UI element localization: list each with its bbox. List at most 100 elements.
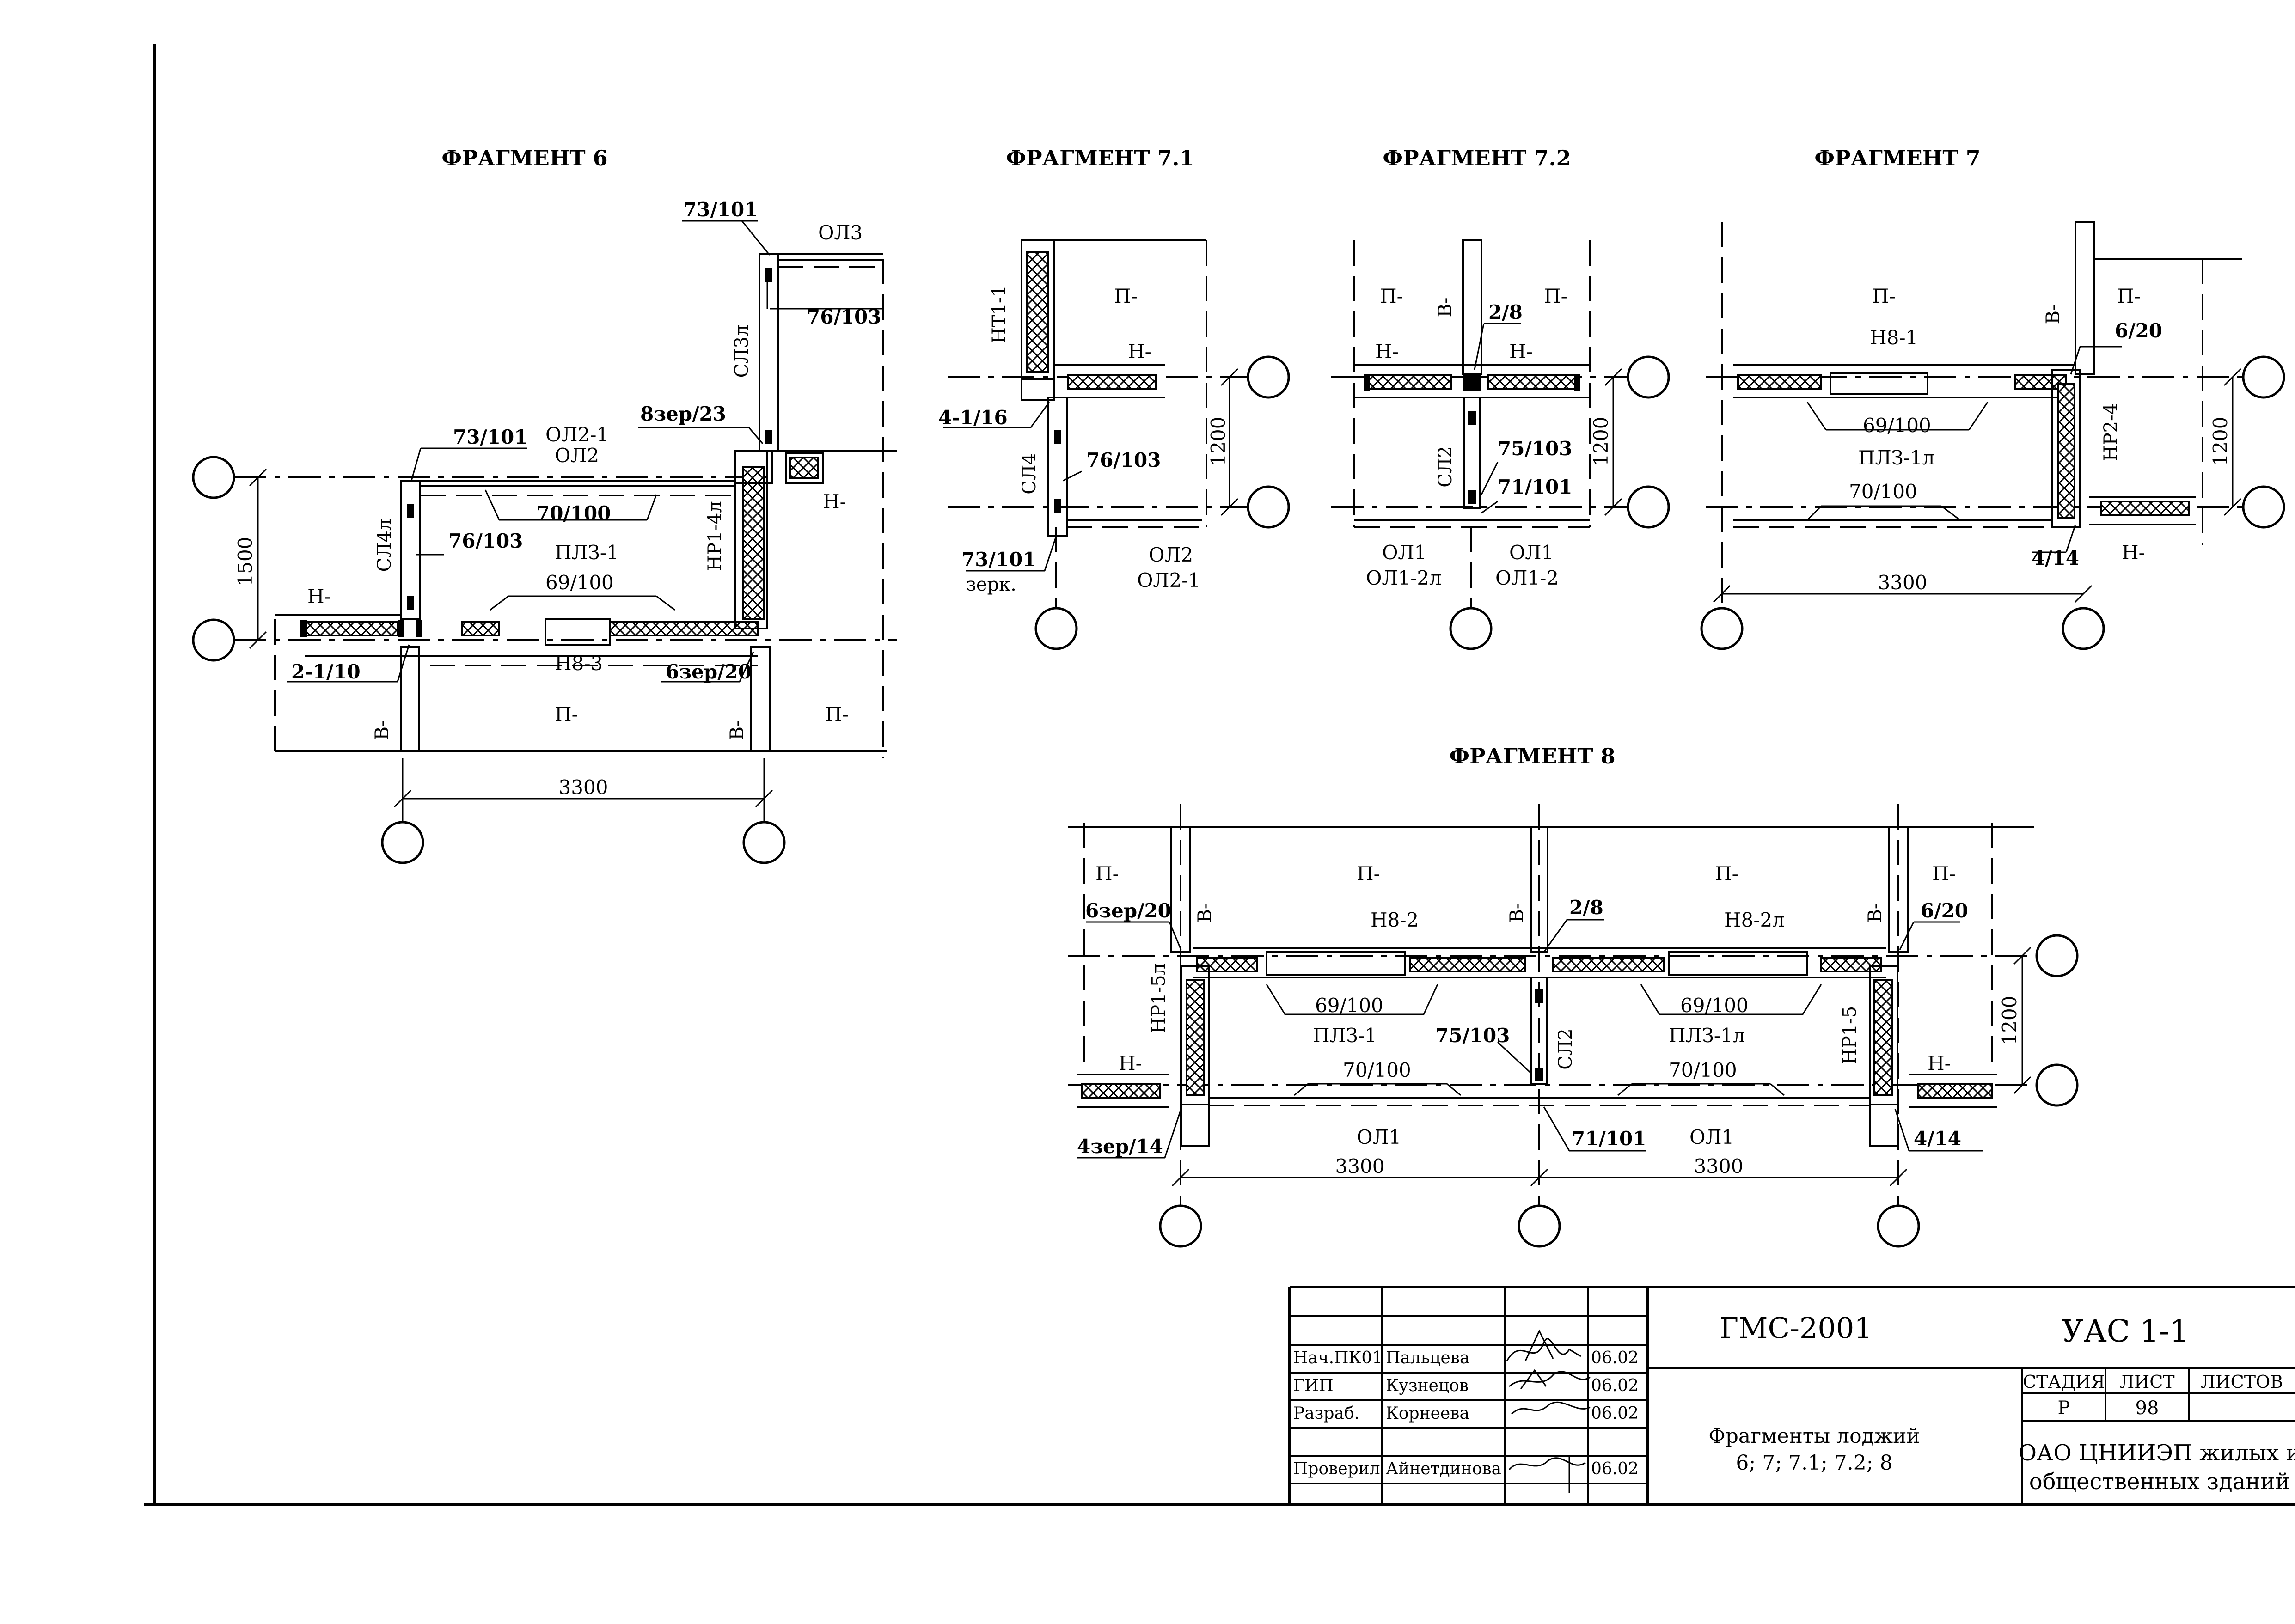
organization-line-2: общественных зданий bbox=[2029, 1469, 2290, 1495]
dim-1200: 1200 bbox=[1590, 417, 1612, 466]
label: 76/103 bbox=[1086, 449, 1161, 471]
fragment-8-title: ФРАГМЕНТ 8 bbox=[1449, 744, 1615, 769]
label: СЛ3л bbox=[731, 325, 753, 378]
label: Н- bbox=[1119, 1052, 1142, 1075]
fragment-6-title: ФРАГМЕНТ 6 bbox=[441, 146, 607, 171]
dim-3300-left: 3300 bbox=[1335, 1155, 1385, 1178]
fragment-7: ФРАГМЕНТ 7 1200 3300 bbox=[1700, 146, 2285, 650]
label: В- bbox=[1506, 903, 1528, 923]
label: НР1-4л bbox=[704, 501, 726, 571]
label: СЛ2 bbox=[1555, 1028, 1576, 1069]
dim-3300-right: 3300 bbox=[1694, 1155, 1744, 1178]
label: Н- bbox=[1375, 340, 1399, 363]
fragment-6: ФРАГМЕНТ 6 1500 3300 bbox=[192, 146, 897, 864]
sheet-code: УАС 1-1 bbox=[2062, 1313, 2189, 1349]
axis-marker bbox=[1449, 607, 1493, 650]
label: 4-1/16 bbox=[938, 406, 1008, 429]
label: СЛ4 bbox=[1019, 453, 1040, 494]
fragment-7-2-title: ФРАГМЕНТ 7.2 bbox=[1383, 146, 1571, 171]
label: СЛ2 bbox=[1435, 446, 1456, 487]
signature-1 bbox=[1506, 1329, 1581, 1361]
axis-marker bbox=[1700, 607, 1744, 650]
label: В- bbox=[1865, 903, 1886, 923]
dim-1200: 1200 bbox=[1207, 417, 1230, 466]
label: В- bbox=[372, 720, 393, 740]
label: ОЛ3 bbox=[818, 221, 863, 244]
axis-marker bbox=[2035, 1063, 2079, 1107]
label: ОЛ2 bbox=[1149, 543, 1193, 566]
label: зерк. bbox=[966, 574, 1016, 595]
label: В- bbox=[727, 720, 748, 740]
sheet-header: ЛИСТ bbox=[2119, 1372, 2174, 1392]
label: Н- bbox=[823, 490, 846, 513]
label: СЛ4л bbox=[374, 519, 395, 572]
fragment-7-2: ФРАГМЕНТ 7.2 1200 П- В- bbox=[1331, 146, 1670, 650]
signature-4 bbox=[1508, 1456, 1586, 1493]
label: ОЛ2-1 bbox=[1137, 569, 1200, 592]
label: ОЛ1-2л bbox=[1366, 567, 1442, 589]
axis-marker bbox=[381, 821, 424, 864]
label: ОЛ1 bbox=[1357, 1126, 1401, 1148]
label: П- bbox=[555, 703, 578, 726]
label: 6/20 bbox=[1921, 899, 1968, 922]
date-4: 06.02 bbox=[1591, 1459, 1639, 1478]
project-code: ГМС-2001 bbox=[1720, 1311, 1873, 1345]
role-2: ГИП bbox=[1293, 1376, 1334, 1395]
label: П- bbox=[1715, 862, 1738, 885]
label: 8зер/23 bbox=[640, 403, 726, 425]
fragment-7-1-title: ФРАГМЕНТ 7.1 bbox=[1006, 146, 1194, 171]
label: ОЛ1 bbox=[1689, 1126, 1734, 1148]
axis-marker bbox=[1627, 355, 1670, 399]
label: 4зер/14 bbox=[1077, 1135, 1163, 1158]
label: НР2-4 bbox=[2100, 403, 2122, 461]
sheet-frame bbox=[144, 44, 2295, 1506]
label: ОЛ1 bbox=[1509, 541, 1554, 564]
sheets-header: ЛИСТОВ bbox=[2201, 1372, 2283, 1392]
label: Н- bbox=[1128, 340, 1151, 363]
stage-header: СТАДИЯ bbox=[2023, 1372, 2105, 1392]
label: 75/103 bbox=[1435, 1024, 1510, 1047]
label: ПЛЗ-1 bbox=[555, 541, 619, 564]
signature-2 bbox=[1509, 1369, 1591, 1389]
label: НР1-5л bbox=[1148, 963, 1169, 1033]
label: В- bbox=[1435, 298, 1456, 317]
label: 2/8 bbox=[1569, 896, 1603, 919]
label: НТ1-1 bbox=[989, 285, 1010, 343]
label: 6/20 bbox=[2115, 319, 2162, 342]
label: 2/8 bbox=[1488, 301, 1523, 324]
sheet-value: 98 bbox=[2136, 1398, 2159, 1419]
label: Н- bbox=[1509, 340, 1533, 363]
label: 73/101 bbox=[961, 548, 1036, 571]
label: 70/100 bbox=[1343, 1059, 1411, 1081]
label: ПЛЗ-1л bbox=[1669, 1024, 1745, 1047]
name-3: Корнеева bbox=[1386, 1404, 1469, 1423]
organization-line-1: ОАО ЦНИИЭП жилых и bbox=[2019, 1440, 2295, 1466]
label: П- bbox=[825, 703, 849, 726]
label: 69/100 bbox=[1680, 994, 1749, 1017]
label: 76/103 bbox=[807, 305, 881, 328]
label: П- bbox=[1114, 285, 1138, 307]
axis-marker bbox=[1159, 1204, 1202, 1248]
drawing-title-line-1: Фрагменты лоджий bbox=[1708, 1424, 1920, 1448]
label: П- bbox=[1095, 862, 1119, 885]
label: 4/14 bbox=[1914, 1127, 1961, 1150]
axis-marker bbox=[2242, 485, 2285, 529]
label: П- bbox=[1544, 285, 1567, 307]
label: 70/100 bbox=[1669, 1059, 1737, 1081]
label: 6зер/20 bbox=[1085, 899, 1171, 922]
label: ОЛ1 bbox=[1382, 541, 1426, 564]
axis-marker bbox=[742, 821, 786, 864]
label: Н8-2 bbox=[1371, 909, 1419, 931]
label: 73/101 bbox=[453, 426, 527, 448]
axis-marker bbox=[192, 456, 235, 499]
label: 69/100 bbox=[1315, 994, 1383, 1017]
date-3: 06.02 bbox=[1591, 1404, 1639, 1423]
label: П- bbox=[2117, 285, 2141, 307]
label: ОЛ2 bbox=[555, 444, 599, 467]
title-block: ГМС-2001 УАС 1-1 Нач.ПК01 Пальцева 06.02… bbox=[1288, 1286, 2295, 1504]
label: 2-1/10 bbox=[291, 660, 361, 683]
label: 70/100 bbox=[1849, 480, 1917, 503]
axis-marker bbox=[192, 618, 235, 662]
label: П- bbox=[1380, 285, 1403, 307]
dim-1200: 1200 bbox=[2209, 417, 2232, 466]
